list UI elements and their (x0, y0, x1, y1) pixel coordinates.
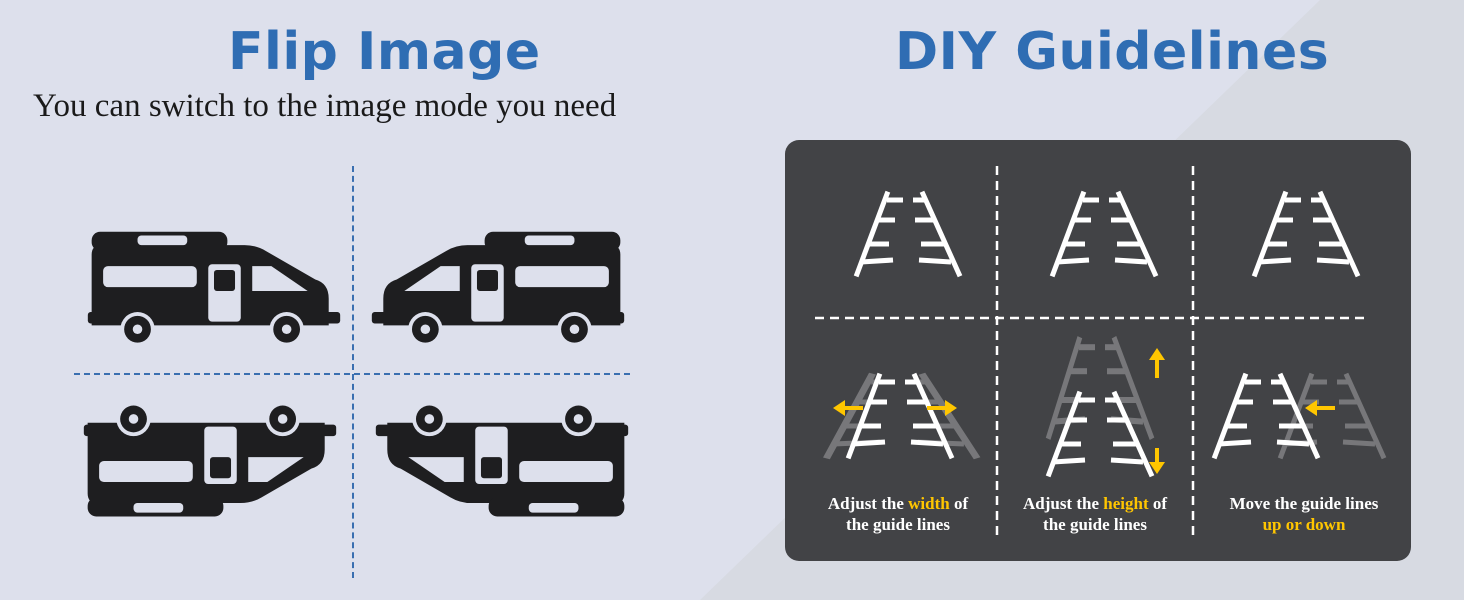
rv-mirrored-icon (371, 231, 625, 347)
subtitle: You can switch to the image mode you nee… (33, 88, 617, 124)
panel-grid-dividers (815, 166, 1365, 540)
rv-flipped-icon (83, 401, 337, 517)
quadrant-divider-horizontal (74, 373, 630, 375)
rv-normal-icon (87, 231, 341, 347)
guide-lines-icon (847, 190, 963, 280)
caption-adjust-height: Adjust the height of the guide lines (1022, 494, 1168, 534)
guide-lines-icon (1245, 190, 1361, 280)
diy-guidelines-title: DIY Guidelines (895, 22, 1330, 82)
caption-move-guide-lines: Move the guide lines up or down (1229, 494, 1379, 534)
caption-adjust-width: Adjust the width of the guide lines (827, 494, 969, 534)
flip-image-title: Flip Image (228, 22, 541, 82)
quadrant-divider-vertical (352, 166, 354, 578)
adjust-height-guide-icon (1035, 336, 1165, 486)
guidelines-panel: Adjust the width of the guide lines Adju… (785, 140, 1411, 561)
move-guide-lines-icon (1205, 372, 1395, 462)
guide-lines-icon (1043, 190, 1159, 280)
adjust-width-guide-icon (805, 372, 995, 462)
rv-rotated-icon (375, 401, 629, 517)
